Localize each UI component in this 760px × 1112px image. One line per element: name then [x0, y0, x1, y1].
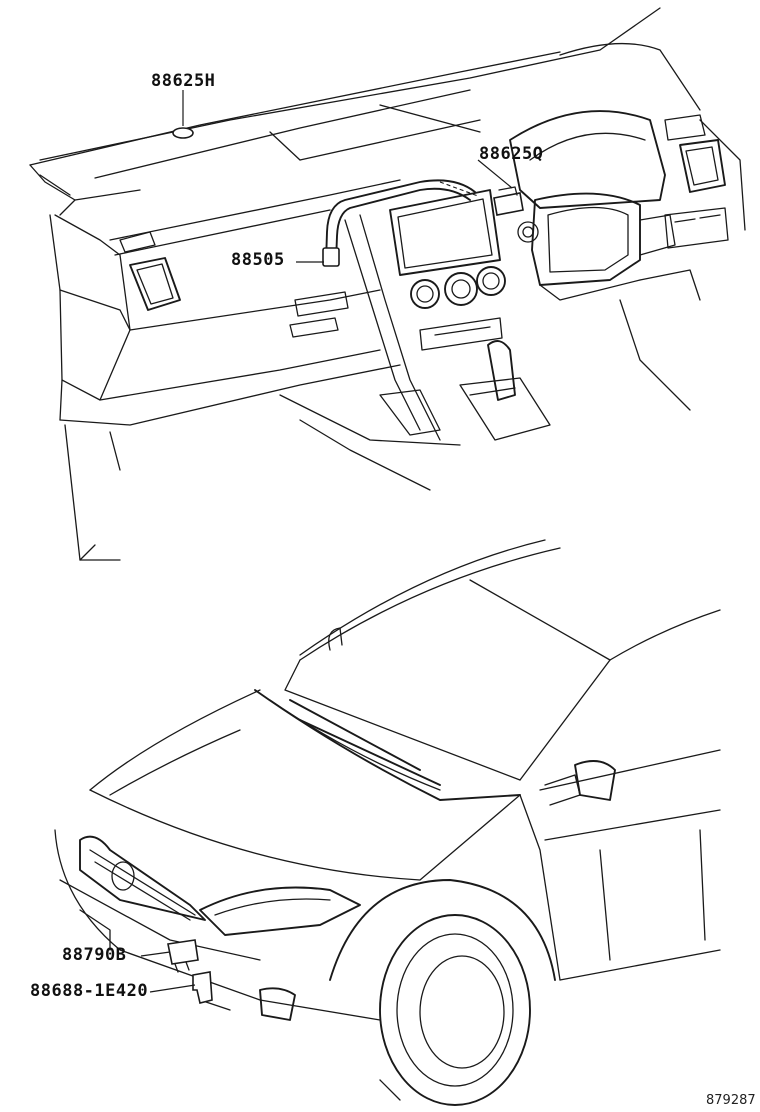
- sensor-88625Q: [493, 192, 524, 216]
- figure-number: 879287: [706, 1093, 756, 1108]
- harness-88505: [325, 179, 476, 263]
- callout-88505: 88505: [231, 250, 285, 270]
- callout-88625Q: 88625Q: [479, 144, 544, 164]
- car-front-illustration: [54, 539, 721, 1106]
- callout-88625H: 88625H: [151, 71, 216, 91]
- callout-88688-1E420: 88688-1E420: [30, 981, 149, 1001]
- dashboard-illustration: [29, 7, 746, 561]
- solar-sensor-88625H: [172, 127, 194, 139]
- sensor-88790B: [167, 939, 199, 965]
- bracket-88688-1E420: [192, 971, 213, 1004]
- callout-88790B: 88790B: [62, 945, 127, 965]
